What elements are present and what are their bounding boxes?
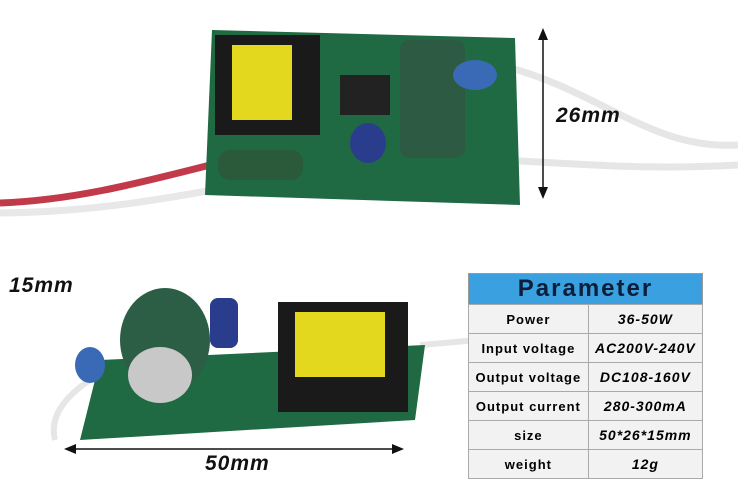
param-label: size: [468, 420, 589, 450]
bottom-pcb: [75, 288, 425, 440]
width-dimension-label: 26mm: [556, 104, 621, 127]
param-label: Output current: [468, 391, 589, 421]
param-label: Output voltage: [468, 362, 589, 392]
param-label: weight: [468, 449, 589, 479]
length-dimension-label: 50mm: [205, 452, 270, 475]
top-pcb: [205, 30, 520, 205]
param-value: 280-300mA: [587, 391, 704, 421]
param-label: Power: [468, 304, 589, 334]
param-value: AC200V-240V: [587, 333, 704, 363]
param-label: Input voltage: [468, 333, 589, 363]
parameter-title: Parameter: [468, 273, 703, 305]
length-arrow: [64, 444, 404, 454]
height-dimension-label: 15mm: [9, 274, 74, 297]
param-value: DC108-160V: [587, 362, 704, 392]
height-arrow: [538, 28, 548, 199]
param-value: 50*26*15mm: [587, 420, 704, 450]
param-value: 12g: [587, 449, 704, 479]
param-value: 36-50W: [587, 304, 704, 334]
